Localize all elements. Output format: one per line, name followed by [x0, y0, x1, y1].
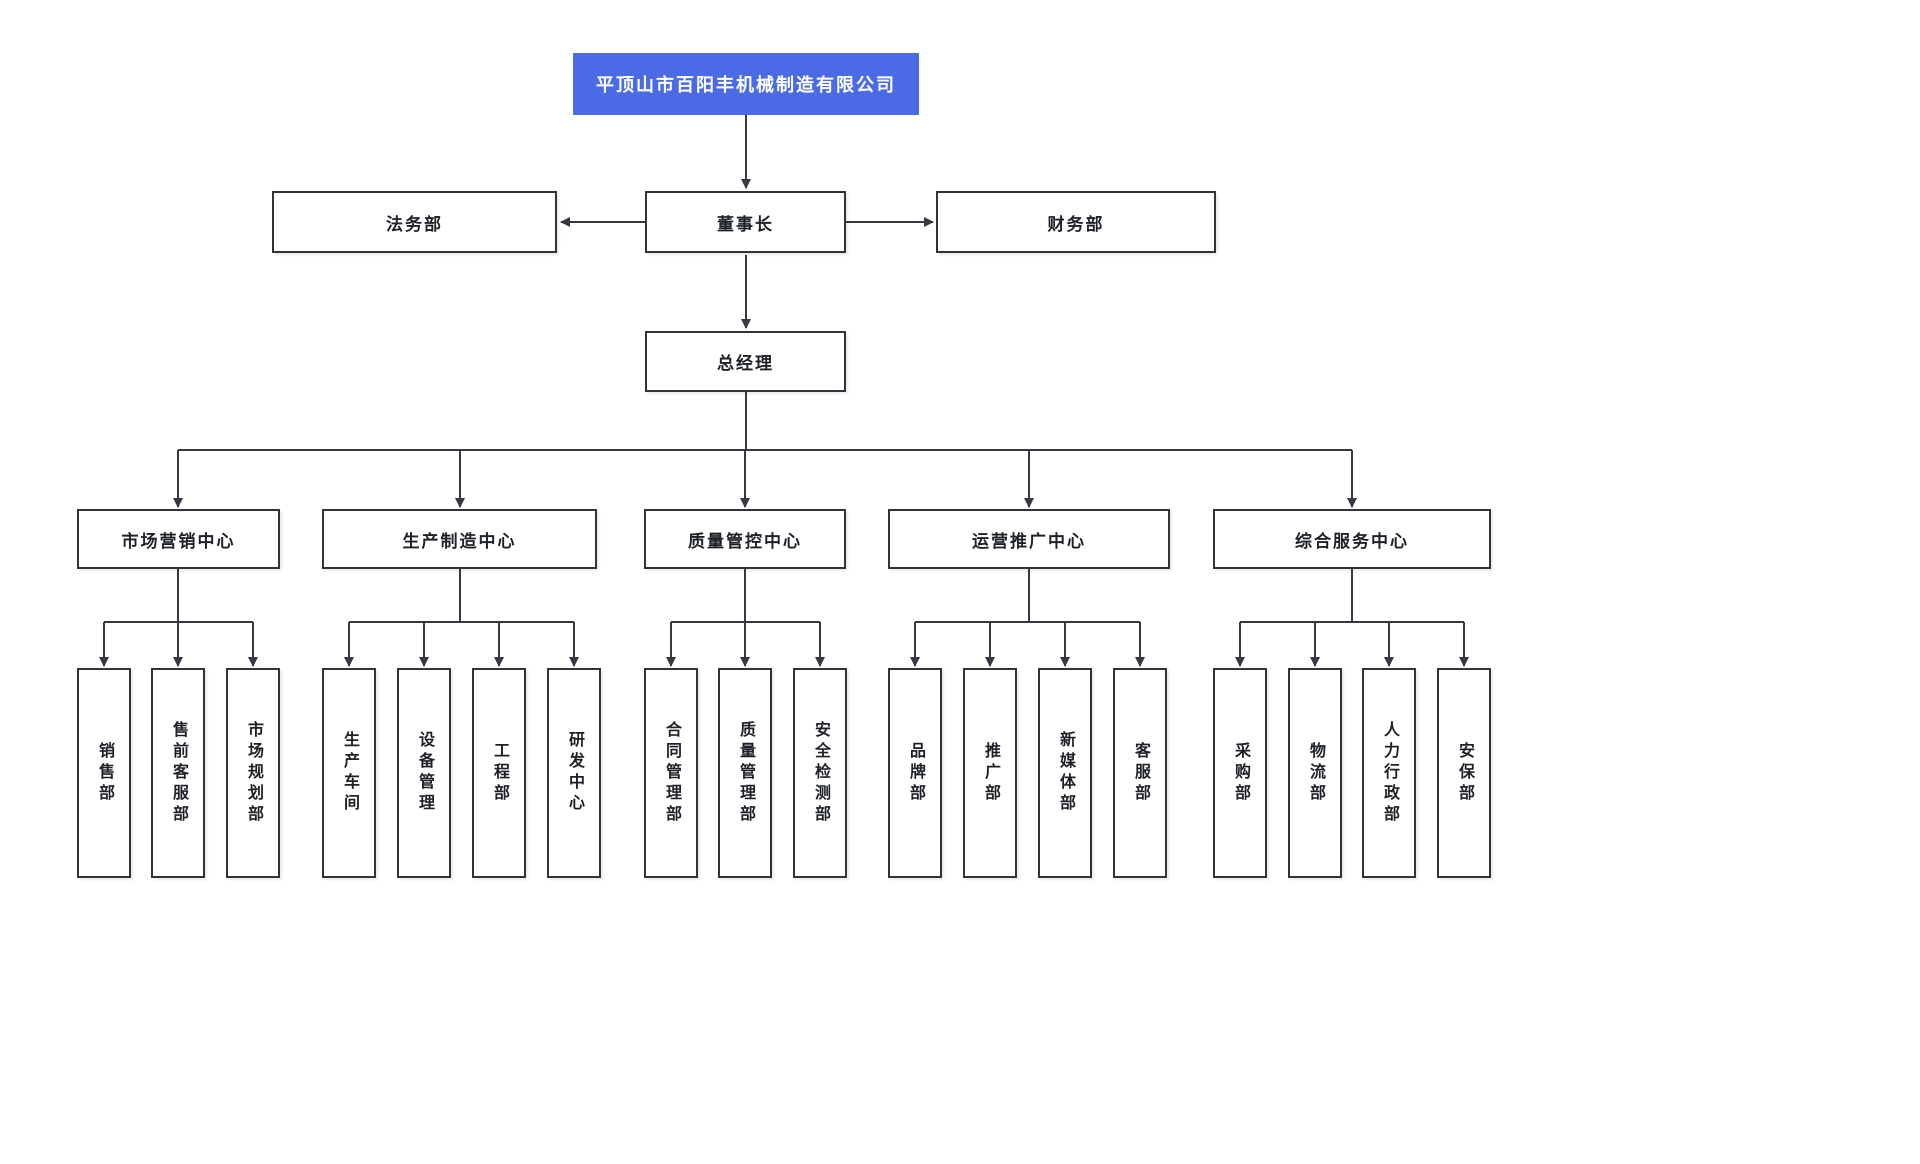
org-node-new-media-dept[interactable]: 新媒体部 — [1038, 668, 1092, 878]
org-node-center-marketing[interactable]: 市场营销中心 — [77, 509, 280, 569]
node-label: 采购部 — [1232, 741, 1249, 805]
org-node-company-root[interactable]: 平顶山市百阳丰机械制造有限公司 — [573, 53, 919, 115]
org-node-presales-service-dept[interactable]: 售前客服部 — [151, 668, 205, 878]
org-node-safety-inspection-dept[interactable]: 安全检测部 — [793, 668, 847, 878]
org-node-legal-dept[interactable]: 法务部 — [272, 191, 557, 253]
connectors-gm-to-centers — [173, 392, 1357, 508]
org-node-hr-admin-dept[interactable]: 人力行政部 — [1362, 668, 1416, 878]
node-label: 安全检测部 — [812, 720, 829, 826]
node-label: 研发中心 — [566, 731, 583, 815]
node-label: 质量管理部 — [737, 720, 754, 826]
org-node-production-workshop[interactable]: 生产车间 — [322, 668, 376, 878]
org-node-rd-center[interactable]: 研发中心 — [547, 668, 601, 878]
connectors-centers-to-depts — [99, 569, 1469, 667]
org-node-procurement-dept[interactable]: 采购部 — [1213, 668, 1267, 878]
node-label: 董事长 — [717, 214, 774, 234]
org-node-general-manager[interactable]: 总经理 — [645, 331, 846, 392]
org-node-equipment-management[interactable]: 设备管理 — [397, 668, 451, 878]
org-node-market-planning-dept[interactable]: 市场规划部 — [226, 668, 280, 878]
node-label: 生产制造中心 — [402, 531, 517, 551]
org-node-sales-dept[interactable]: 销售部 — [77, 668, 131, 878]
node-label: 质量管控中心 — [688, 531, 802, 551]
node-label: 生产车间 — [341, 731, 358, 815]
org-node-chairman[interactable]: 董事长 — [645, 191, 846, 253]
org-node-brand-dept[interactable]: 品牌部 — [888, 668, 942, 878]
node-label: 人力行政部 — [1381, 720, 1398, 826]
org-node-center-production[interactable]: 生产制造中心 — [322, 509, 597, 569]
org-node-finance-dept[interactable]: 财务部 — [936, 191, 1216, 253]
node-label: 合同管理部 — [663, 720, 680, 826]
org-node-center-quality[interactable]: 质量管控中心 — [644, 509, 846, 569]
node-label: 市场营销中心 — [121, 531, 236, 551]
org-node-security-dept[interactable]: 安保部 — [1437, 668, 1491, 878]
node-label: 财务部 — [1047, 214, 1105, 234]
node-label: 市场规划部 — [245, 720, 262, 826]
node-label: 推广部 — [982, 741, 999, 805]
node-label: 设备管理 — [416, 731, 433, 815]
node-label: 售前客服部 — [170, 720, 187, 826]
org-node-engineering-dept[interactable]: 工程部 — [472, 668, 526, 878]
org-node-center-operations[interactable]: 运营推广中心 — [888, 509, 1170, 569]
node-label: 安保部 — [1456, 741, 1473, 805]
org-node-promotion-dept[interactable]: 推广部 — [963, 668, 1017, 878]
node-label: 品牌部 — [907, 741, 924, 805]
node-label: 工程部 — [491, 741, 508, 805]
node-label: 平顶山市百阳丰机械制造有限公司 — [596, 75, 896, 95]
org-node-center-services[interactable]: 综合服务中心 — [1213, 509, 1491, 569]
org-node-contract-management-dept[interactable]: 合同管理部 — [644, 668, 698, 878]
node-label: 新媒体部 — [1057, 731, 1074, 815]
node-label: 物流部 — [1307, 741, 1324, 805]
org-node-logistics-dept[interactable]: 物流部 — [1288, 668, 1342, 878]
node-label: 运营推广中心 — [972, 531, 1086, 551]
org-node-customer-service-dept[interactable]: 客服部 — [1113, 668, 1167, 878]
node-label: 总经理 — [717, 354, 774, 373]
node-label: 综合服务中心 — [1295, 531, 1409, 551]
org-node-quality-management-dept[interactable]: 质量管理部 — [718, 668, 772, 878]
node-label: 销售部 — [96, 741, 113, 805]
connectors-top-levels — [560, 115, 934, 329]
node-label: 法务部 — [386, 214, 443, 234]
node-label: 客服部 — [1132, 741, 1149, 805]
